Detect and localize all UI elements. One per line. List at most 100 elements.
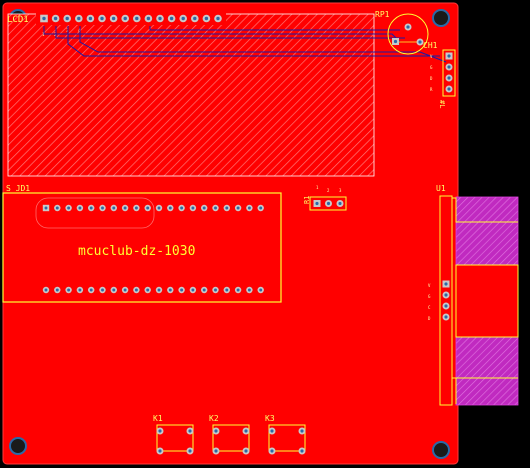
ch1-pin-mark: R (430, 87, 433, 92)
ch1-pin-mark: D (430, 76, 433, 81)
pad-hole (88, 16, 93, 21)
ch1-pads (445, 52, 453, 93)
pad-hole (181, 16, 185, 21)
pad-hole (123, 206, 127, 210)
pad-hole (44, 206, 48, 210)
r1-resistor[interactable]: R1 1 2 3 (303, 185, 347, 211)
r1-label: R1 (303, 196, 311, 204)
pad-hole (188, 429, 192, 433)
u1-pin-mark: D (428, 316, 431, 321)
pad-hole (444, 282, 448, 286)
pad-hole (188, 449, 192, 453)
pad-hole (100, 16, 104, 21)
trace (67, 26, 440, 57)
sjd1-outline (2, 192, 282, 303)
u1-shell-middle (455, 264, 519, 338)
k2-label: K2 (209, 414, 219, 423)
pad-hole (225, 288, 229, 292)
pad-hole (78, 288, 82, 292)
lcd-header-strip (36, 12, 226, 25)
sjd1-notch (35, 197, 155, 229)
pad-hole (77, 16, 81, 21)
lcd-pads (40, 14, 222, 23)
trace (55, 26, 405, 39)
pad-hole (78, 206, 82, 210)
pad-hole (112, 288, 116, 292)
pad-hole (65, 16, 69, 21)
ch1-pin-mark: G (430, 65, 433, 70)
pad-hole (53, 16, 58, 21)
pad-hole (247, 288, 251, 292)
rp1-pad-hole (418, 40, 422, 44)
pad-hole (259, 288, 263, 292)
r1-pads (313, 200, 344, 207)
pad-hole (135, 16, 139, 21)
pad-hole (191, 206, 195, 210)
rp1-pad-hole (393, 39, 398, 44)
pad-hole (270, 429, 274, 433)
pad-hole (216, 16, 220, 21)
pad-hole (214, 449, 218, 453)
k3-button[interactable]: K3 (265, 414, 306, 455)
sjd1-bottom-pads (42, 286, 264, 294)
pad-hole (202, 206, 206, 210)
pad-hole (444, 304, 448, 308)
ch1-label: CH1 (423, 41, 438, 50)
pad-hole (236, 206, 240, 210)
pad-hole (169, 16, 174, 21)
pad-hole (146, 288, 150, 292)
pad-hole (447, 76, 451, 80)
pad-hole (447, 65, 451, 69)
u1-keepout-bottom (455, 336, 519, 406)
sjd1-label: S_JD1 (6, 184, 30, 193)
pad-hole (146, 16, 151, 21)
k1-pads (156, 427, 194, 455)
pad-hole (225, 206, 229, 210)
ch1-outline (442, 49, 456, 97)
pad-hole (244, 429, 248, 433)
pad-hole (168, 206, 172, 210)
ch1-side-label: #L (438, 100, 446, 108)
pad-hole (146, 206, 150, 210)
k1-button[interactable]: K1 (153, 414, 194, 455)
u1-pads (442, 280, 450, 321)
pad-hole (204, 16, 209, 21)
pad-hole (300, 449, 304, 453)
rp1-potentiometer[interactable]: RP1 (375, 10, 429, 55)
pad-hole (123, 16, 127, 21)
u1-connector[interactable]: U1 V G C D (428, 184, 519, 406)
sjd1-top-pads (42, 204, 264, 212)
k2-pads (212, 427, 250, 455)
sjd1-module[interactable]: S_JD1 mcuclub-dz-1030 (2, 184, 282, 303)
pad-hole (202, 288, 206, 292)
pad-hole (67, 288, 71, 292)
k3-label: K3 (265, 414, 275, 423)
pad-hole (300, 429, 304, 433)
pad-hole (214, 288, 217, 292)
u1-label: U1 (436, 184, 446, 193)
trace (149, 26, 400, 31)
pad-hole (214, 429, 218, 433)
u1-pin-marks: V G C D (428, 283, 431, 321)
k2-outline (212, 424, 250, 452)
pad-hole (101, 288, 104, 292)
pad-hole (244, 449, 248, 453)
lcd-footprint[interactable]: LCD1 1 2 3 4 (7, 12, 375, 177)
pad-hole (444, 293, 448, 297)
ch1-connector[interactable]: CH1 V G D R #L (423, 41, 456, 108)
pad-hole (112, 206, 116, 210)
pad-hole (55, 288, 59, 292)
k2-button[interactable]: K2 (209, 414, 250, 455)
trace (79, 26, 447, 63)
pad-hole (44, 288, 48, 292)
pad-hole (270, 449, 274, 453)
pad-hole (326, 201, 331, 206)
k3-pads (268, 427, 306, 455)
pad-hole (158, 449, 162, 453)
pad-hole (447, 54, 451, 58)
pad-hole (338, 201, 342, 206)
rp1-label: RP1 (375, 10, 390, 19)
pad-hole (180, 288, 184, 292)
u1-keepout-top (455, 196, 519, 266)
